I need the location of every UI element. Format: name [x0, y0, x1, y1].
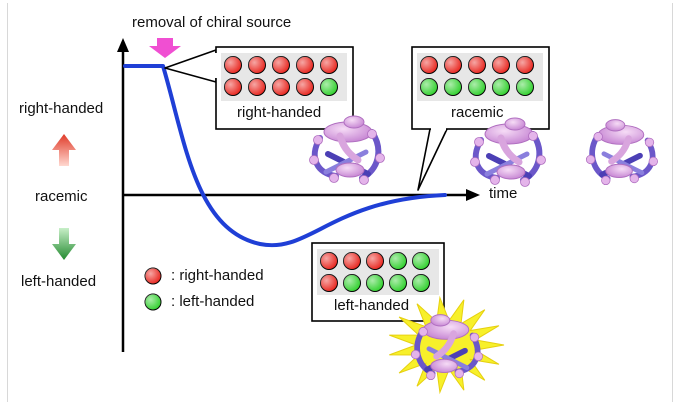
chirality-curve [123, 64, 447, 248]
callout-label-right-handed: right-handed [237, 104, 322, 121]
legend-dots [144, 267, 162, 311]
arrow-down-icon [52, 228, 76, 260]
dot-grid-left-handed [320, 252, 430, 292]
callout-label-racemic: racemic [451, 104, 504, 121]
dot-grid-right-handed [224, 56, 338, 96]
molecule-right-handed-icon [309, 115, 385, 185]
y-label-racemic: racemic [35, 188, 88, 205]
legend-text-right-handed: : right-handed [171, 267, 264, 284]
legend-text-left-handed: : left-handed [171, 293, 255, 310]
x-axis [123, 189, 480, 201]
removal-arrow-icon [149, 38, 181, 58]
x-label-time: time [489, 185, 518, 202]
molecule-racemic-2-icon [585, 119, 658, 186]
callout-racemic [411, 46, 550, 191]
callout-right-handed [164, 46, 354, 130]
callout-label-left-handed: left-handed [334, 297, 410, 314]
molecule-left-handed-icon [410, 314, 483, 381]
y-axis [117, 38, 129, 352]
molecule-racemic-1-icon [470, 117, 546, 187]
removal-note: removal of chiral source [132, 14, 292, 31]
y-label-right-handed: right-handed [19, 100, 104, 117]
arrow-up-icon [52, 134, 76, 166]
dot-grid-racemic [420, 56, 534, 96]
figure-frame [7, 3, 673, 402]
y-label-left-handed: left-handed [21, 273, 97, 290]
